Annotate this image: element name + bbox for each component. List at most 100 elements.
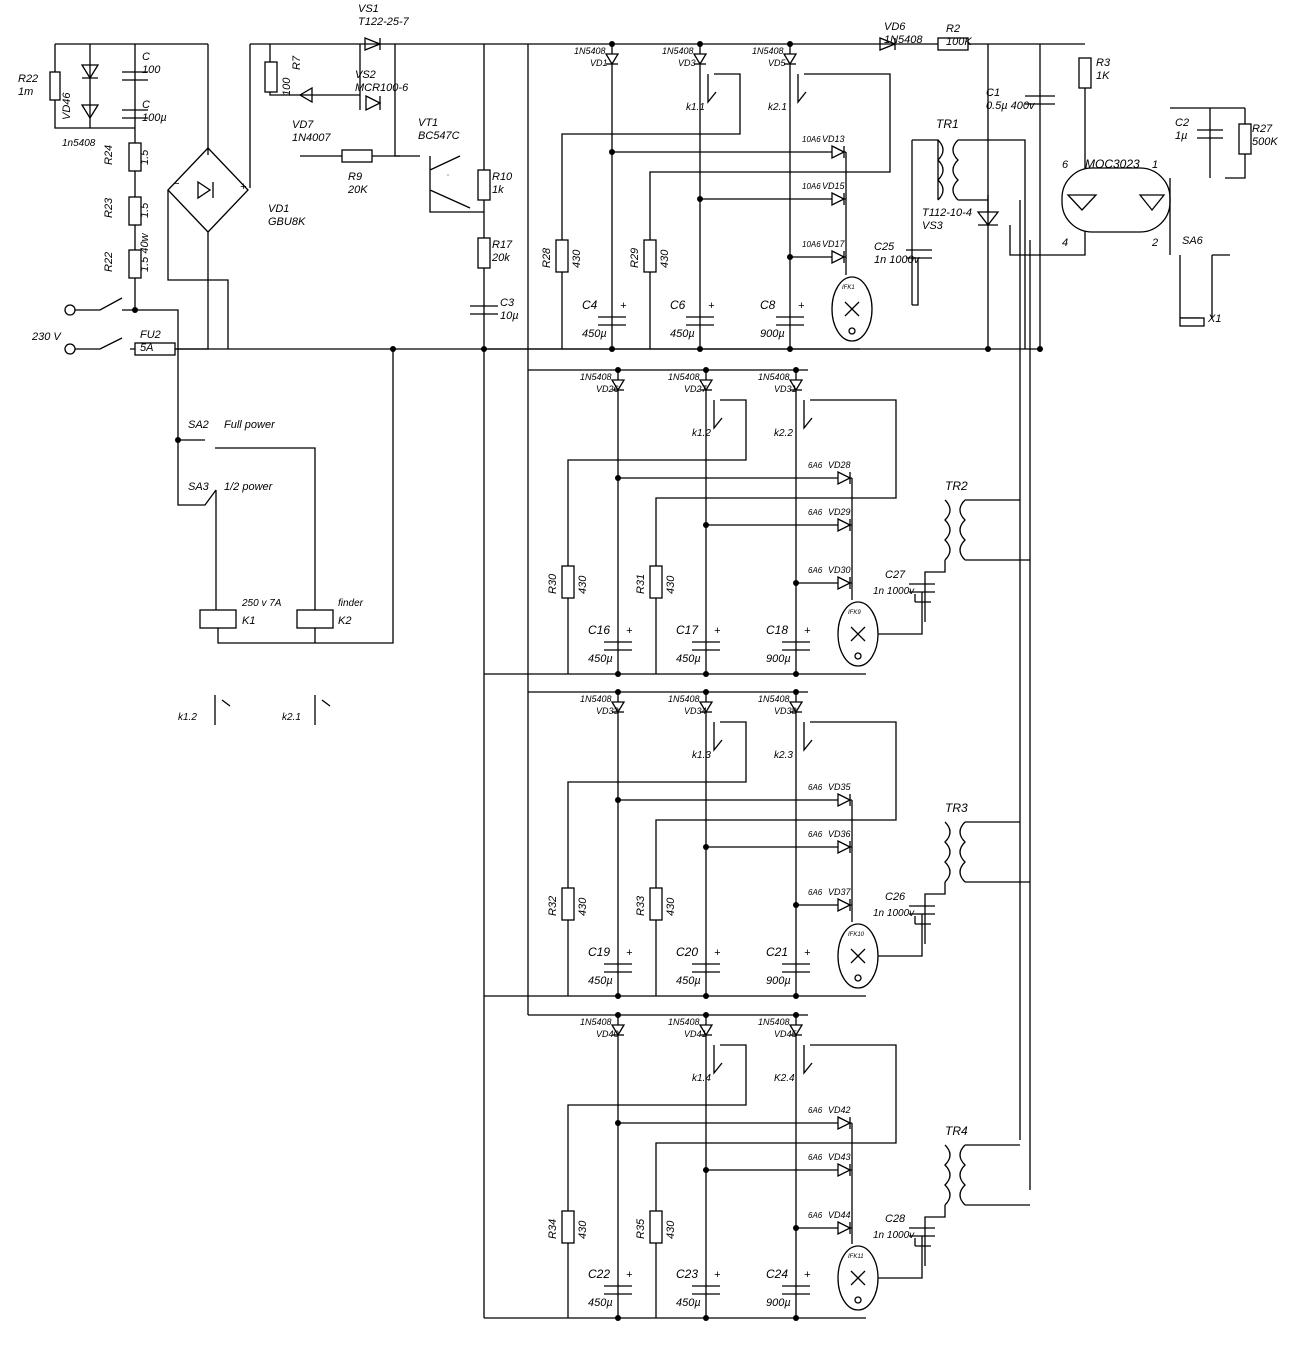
bridge-rectifier [167, 147, 249, 233]
resistor-b-label: R31 [635, 574, 647, 594]
capacitor-polarity: + [714, 625, 721, 637]
storage-capacitor [686, 316, 714, 326]
series-diode [788, 701, 804, 714]
series-diode [604, 53, 620, 66]
capacitor-polarity: + [708, 300, 715, 312]
svg-text:+: + [240, 181, 247, 193]
diode-label: VD40 [596, 1029, 619, 1039]
resistor-a-value: 430 [577, 1220, 589, 1239]
trigger-diode-label: VD28 [828, 460, 851, 470]
storage-capacitor [776, 316, 804, 326]
junction [609, 41, 615, 47]
trigger-diode-label: VD43 [828, 1152, 851, 1162]
diode-label: VD5 [768, 58, 787, 68]
discharge-resistor [561, 887, 575, 921]
storage-capacitor [598, 316, 626, 326]
capacitor-label: C23 [676, 1267, 698, 1281]
junction [615, 671, 621, 677]
capacitor-value: 900µ [760, 328, 785, 340]
diode-label: VD1 [590, 58, 608, 68]
storage-capacitor [692, 641, 720, 651]
K2-label: K2 [338, 615, 351, 627]
lamp-electrode [854, 652, 862, 660]
R3-resistor [1078, 57, 1092, 89]
junction [697, 41, 703, 47]
relay-contact-b [655, 1044, 897, 1318]
moc-label: MOC3023 [1085, 157, 1140, 171]
relay-contact-b [649, 73, 891, 349]
C_b-label: C [142, 99, 150, 111]
trigger-diode [837, 575, 852, 591]
discharge-resistor [649, 887, 663, 921]
lamp-label: IFK10 [848, 932, 865, 938]
C2-value: 1µ [1175, 130, 1187, 142]
R17-label: R17 [492, 239, 513, 251]
R27-label: R27 [1252, 123, 1273, 135]
capacitor-label: C6 [670, 298, 686, 312]
relay-contact-b [655, 721, 897, 996]
trigger-diode-type: 10A6 [802, 182, 821, 191]
diode-label: VD45 [774, 1029, 798, 1039]
trigger-diode-label: VD36 [828, 829, 851, 839]
R3-label: R3 [1096, 57, 1111, 69]
capacitor-value: 900µ [766, 1297, 791, 1309]
trigger-diode-label: VD15 [822, 181, 846, 191]
R10-value: 1k [492, 184, 504, 196]
R2-label: R2 [946, 23, 960, 35]
X1-label: X1 [1207, 313, 1221, 325]
resistor-b-label: R29 [629, 248, 641, 268]
R22b-resistor [128, 249, 142, 279]
junction [703, 1315, 709, 1321]
junction [703, 1167, 709, 1173]
contact-k12-label: k1.2 [178, 712, 197, 723]
junction [793, 902, 799, 908]
VS3-label: T112-10-4 [922, 207, 972, 219]
trigger-diode-label: VD29 [828, 507, 851, 517]
C25-value: 1n 1000v [874, 254, 921, 266]
lamp-electrode [848, 327, 856, 335]
SA2-label: SA2 [188, 419, 209, 431]
capacitor-label: C17 [676, 623, 699, 637]
junction [615, 1012, 621, 1018]
relay-contact-a [567, 721, 747, 996]
relay-b-label: k2.3 [774, 750, 793, 761]
capacitor-label: C18 [766, 623, 788, 637]
R9-label: R9 [348, 171, 362, 183]
trigger-diode-type: 6A6 [808, 830, 823, 839]
moc-pin4: 4 [1062, 237, 1068, 249]
contact-k21-label: k2.1 [282, 712, 301, 723]
series-diode [788, 379, 804, 392]
series-diode [610, 701, 626, 714]
capacitor-value: 450µ [676, 1297, 701, 1309]
diode-label: VD41 [684, 1029, 707, 1039]
trigger-diode [837, 792, 852, 808]
junction [609, 149, 615, 155]
capacitor-polarity: + [714, 947, 721, 959]
junction [793, 1012, 799, 1018]
relay-contact-a [567, 1044, 747, 1318]
C_a-value: 100 [142, 64, 161, 76]
VD6-value: 1N5408 [884, 34, 923, 46]
diode-type: 1N5408 [580, 1017, 612, 1027]
junction [793, 671, 799, 677]
R9-resistor [341, 149, 373, 163]
VS3-value: VS3 [922, 220, 944, 232]
diode-label: VD27 [684, 384, 708, 394]
C3-label: C3 [500, 297, 515, 309]
trigger-diode-type: 10A6 [802, 240, 821, 249]
R22b-label: R22 [103, 252, 115, 272]
diode-type: 1N5408 [662, 46, 694, 56]
right-bus [1019, 200, 1031, 1190]
VD46-label: VD46 [61, 92, 73, 120]
R24-value: 1.5 [139, 149, 151, 165]
R7-resistor [264, 61, 278, 93]
R17-value: 20k [491, 252, 510, 264]
K1-label: K1 [242, 615, 255, 627]
diode-type: 1N5408 [758, 694, 790, 704]
series-diode [698, 1024, 714, 1037]
capacitor-label: C16 [588, 623, 610, 637]
trigger-diode [837, 1162, 852, 1178]
VD6-label: VD6 [884, 21, 906, 33]
